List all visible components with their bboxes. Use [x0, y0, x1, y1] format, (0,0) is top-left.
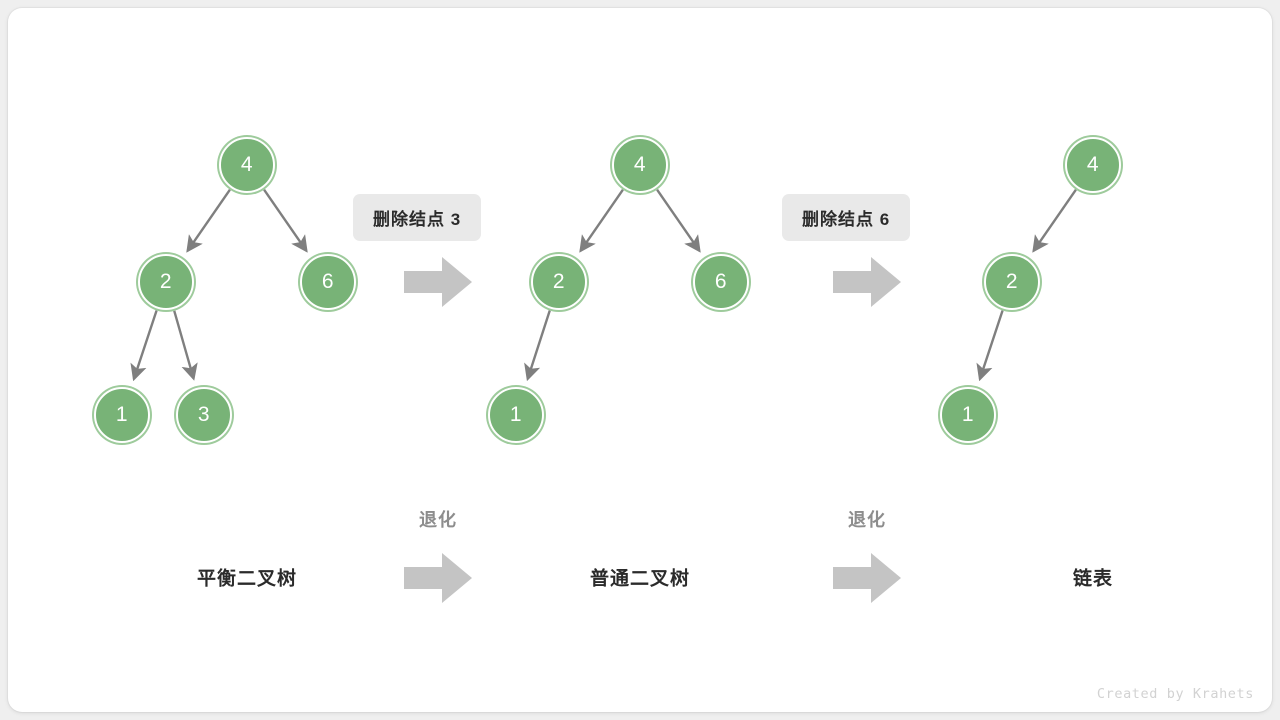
figure-card	[8, 8, 1272, 712]
tree-node-2: 2	[531, 254, 587, 310]
tree-node-3: 3	[176, 387, 232, 443]
tree-node-4: 4	[1065, 137, 1121, 193]
tree-node-4: 4	[219, 137, 275, 193]
panel-caption-balanced-tree: 平衡二叉树	[196, 568, 298, 590]
tree-node-1: 1	[488, 387, 544, 443]
degrade-label-delete-6: 退化	[848, 510, 886, 530]
tree-node-2: 2	[138, 254, 194, 310]
panel-caption-ordinary-tree: 普通二叉树	[589, 568, 691, 590]
tree-node-1: 1	[94, 387, 150, 443]
block-arrow-icon-bottom-delete-3	[404, 551, 472, 605]
transition-chip-delete-3: 删除结点 3	[353, 194, 482, 241]
block-arrow-icon-delete-3	[404, 255, 472, 309]
block-arrow-icon-delete-6	[833, 255, 901, 309]
transition-chip-delete-6: 删除结点 6	[782, 194, 911, 241]
tree-node-6: 6	[300, 254, 356, 310]
tree-node-2: 2	[984, 254, 1040, 310]
tree-node-1: 1	[940, 387, 996, 443]
block-arrow-icon-bottom-delete-6	[833, 551, 901, 605]
tree-node-6: 6	[693, 254, 749, 310]
degrade-label-delete-3: 退化	[419, 510, 457, 530]
panel-caption-linked-list: 链表	[1072, 568, 1114, 590]
tree-node-4: 4	[612, 137, 668, 193]
watermark-credit: Created by Krahets	[1096, 686, 1254, 702]
